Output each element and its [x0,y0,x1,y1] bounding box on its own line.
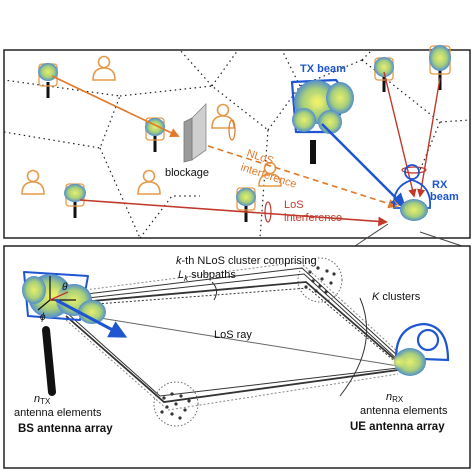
rx-user-equipment [388,164,432,221]
n-tx-label: nTX [34,393,51,406]
los-interference-arrow [79,199,388,227]
phi-symbol: ϕ [40,312,46,323]
ue-antenna-array [390,322,450,376]
los-ray-line [99,317,399,367]
rotation-indicator [228,119,236,141]
ue-antenna-array-title: UE antenna array [350,421,445,433]
user-icon [21,169,45,195]
tx-base-station [290,78,354,164]
interference-arrow [416,77,441,198]
los-ray-label: LoS ray [214,329,252,341]
cluster-label-line2: Lk subpaths [178,269,236,283]
scatter-cluster-bottom [153,381,199,427]
base-station-icon [64,183,86,218]
base-station-icon [374,57,394,92]
tx-beam-arrow [321,123,407,209]
rx-beam-label-line1: RX [432,179,448,191]
ue-antenna-elements-label: antenna elements [360,405,448,417]
theta-symbol: θ [62,282,68,293]
bs-antenna-elements-label: antenna elements [14,407,102,419]
bs-beam-arrow [55,298,128,338]
bs-antenna-array-title: BS antenna array [18,423,113,435]
rx-beam-label-line2: beam [430,191,459,203]
blockage-label: blockage [165,167,209,179]
top-panel: TX beam RX beam blockage NLoS interferen… [3,45,471,239]
cell-boundaries [3,49,471,239]
base-station-icon [236,187,256,222]
user-icon [211,103,235,129]
user-icon [92,55,116,81]
cluster-label-line1: k-th NLoS cluster comprising [176,255,317,267]
user-icon [137,169,161,195]
los-label-line1: LoS [284,199,304,211]
scatter-cluster-top [297,257,343,303]
los-label-line2: interference [284,212,342,224]
n-rx-label: nRX [386,391,404,404]
interference-arrow [383,71,417,198]
k-clusters-bracket [339,297,368,397]
blockage-wall-icon [183,103,207,163]
tx-beam-label: TX beam [300,63,346,75]
bottom-panel: θ ϕ k-th NLoS cluster comprising Lk subp… [3,245,471,469]
k-clusters-label: K clusters [372,291,421,303]
nlos-interference-arrow [207,145,398,209]
subpath-bracket [211,281,218,301]
nlos-subpaths-bottom [65,311,399,411]
rotation-indicator [401,166,427,174]
bs-antenna-array [22,271,106,396]
nlos-incident-arrow [51,75,180,138]
rotation-indicator [264,201,272,223]
zoom-connector [354,223,463,247]
